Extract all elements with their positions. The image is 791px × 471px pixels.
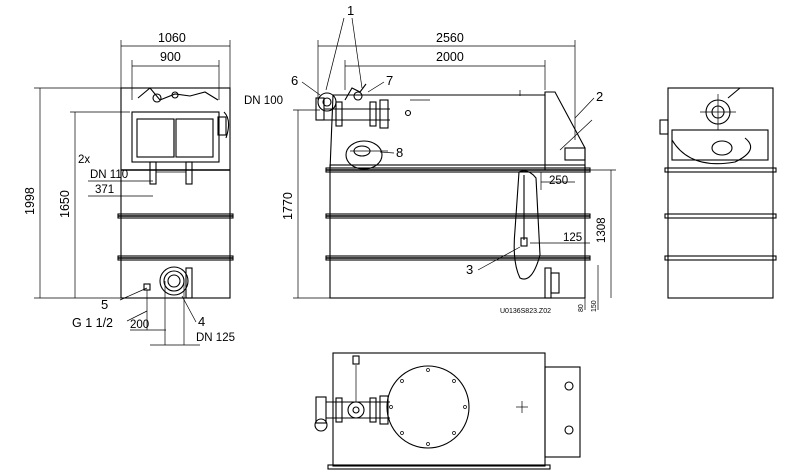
dim-front-inlet-offset: 371 [95, 184, 114, 196]
dim-front-inlet-count: 2x [78, 154, 90, 166]
drawing-code: U0136S823.Z02 [500, 308, 551, 315]
dim-side-length-tank: 2000 [436, 50, 464, 64]
dim-side-level-height: 1308 [596, 217, 608, 243]
rear-view [659, 87, 777, 299]
dim-side-small-b: 150 [591, 300, 598, 312]
dim-front-drain-offset: 200 [130, 319, 149, 331]
dim-front-height-inlet: 1650 [58, 190, 72, 218]
front-view: 1060 900 1998 1650 2x DN 110 [23, 31, 235, 346]
callout-8: 8 [396, 145, 403, 160]
dim-side-step: 250 [549, 175, 568, 187]
top-view [314, 352, 581, 470]
dim-side-height-pipe: 1770 [281, 192, 295, 220]
callout-7: 7 [386, 73, 393, 88]
callout-5: 5 [101, 297, 108, 312]
dim-side-level-offset: 125 [563, 232, 582, 244]
callout-4: 4 [198, 314, 205, 329]
callout-2: 2 [596, 89, 603, 104]
dim-front-width-outer: 1060 [158, 31, 186, 45]
dim-front-inlet-size: DN 110 [90, 169, 128, 181]
callout-6: 6 [291, 73, 298, 88]
dim-front-height-total: 1998 [23, 187, 37, 215]
dim-front-width-inner: 900 [160, 50, 181, 64]
dim-front-drain-thread: G 1 1/2 [72, 316, 113, 330]
dim-front-outlet-size: DN 125 [196, 332, 235, 344]
dim-side-pipe-size: DN 100 [244, 95, 283, 107]
dim-side-length-total: 2560 [436, 31, 464, 45]
callout-3: 3 [466, 262, 473, 277]
dim-side-small-a: 80 [578, 304, 585, 312]
side-view: 2560 2000 1770 [244, 3, 616, 315]
callout-1: 1 [347, 3, 354, 18]
